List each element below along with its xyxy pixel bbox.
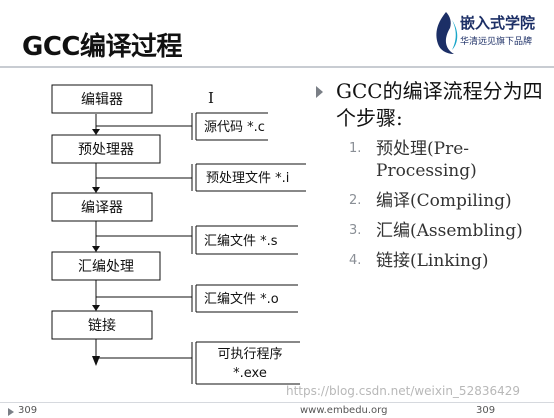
logo-name: 嵌入式学院 bbox=[460, 14, 536, 32]
footer-website: www.embedu.org bbox=[300, 405, 388, 416]
stage-editor-box bbox=[51, 84, 153, 114]
stage-preprocessor-box bbox=[51, 134, 161, 164]
content-bullets: GCC的编译流程分为四个步骤: 1. 预处理(Pre-Processing) 2… bbox=[316, 78, 552, 280]
flow-arrow bbox=[92, 246, 100, 252]
stage-compiler-label: 编译器 bbox=[81, 200, 123, 216]
stage-compiler-box bbox=[51, 192, 153, 222]
output-object-label: 汇编文件 *.o bbox=[204, 292, 279, 307]
output-assembly: 汇编文件 *.s bbox=[96, 225, 298, 255]
output-executable-line1: 可执行程序 bbox=[217, 347, 282, 362]
list-item: 2. 编译(Compiling) bbox=[316, 190, 552, 212]
output-object: 汇编文件 *.o bbox=[96, 284, 298, 313]
output-source-label: 源代码 *.c bbox=[204, 120, 265, 135]
logo-slogan: 华清远见旗下品牌 bbox=[460, 37, 533, 47]
flow-arrow bbox=[92, 187, 100, 193]
output-source: 源代码 *.c bbox=[96, 112, 268, 141]
step-number: 1. bbox=[349, 141, 362, 156]
footer-divider bbox=[0, 402, 554, 403]
step-label: 链接(Linking) bbox=[376, 251, 489, 271]
footer-triangle-icon bbox=[8, 408, 14, 416]
output-assembly-label: 汇编文件 *.s bbox=[204, 234, 278, 249]
step-number: 2. bbox=[349, 193, 362, 208]
flow-arrow bbox=[92, 129, 100, 135]
footer-page-number: 309 bbox=[18, 405, 38, 416]
output-executable: 可执行程序 *.exe bbox=[96, 341, 300, 385]
list-item: 1. 预处理(Pre-Processing) bbox=[316, 138, 552, 182]
stage-linker-box bbox=[51, 310, 153, 340]
step-number: 3. bbox=[349, 223, 362, 238]
step-label: 汇编(Assembling) bbox=[376, 221, 523, 241]
intro-text: GCC的编译流程分为四个步骤: bbox=[336, 79, 543, 130]
stage-assembler-label: 汇编处理 bbox=[78, 259, 134, 275]
step-list: 1. 预处理(Pre-Processing) 2. 编译(Compiling) … bbox=[316, 138, 552, 272]
stage-assembler-box bbox=[51, 251, 161, 281]
title-divider bbox=[0, 66, 554, 68]
slide-title: GCC编译过程 bbox=[22, 32, 183, 62]
stage-editor-label: 编辑器 bbox=[81, 92, 123, 108]
watermark: https://blog.csdn.net/weixin_52836429 bbox=[286, 384, 521, 398]
list-item: 4. 链接(Linking) bbox=[316, 250, 552, 272]
footer-page-number-right: 309 bbox=[476, 405, 496, 416]
flow-arrow bbox=[92, 305, 100, 311]
intro-bullet: GCC的编译流程分为四个步骤: bbox=[316, 78, 552, 132]
stage-preprocessor-label: 预处理器 bbox=[78, 142, 134, 158]
flame-logo-icon bbox=[436, 12, 458, 54]
output-preprocessed: 预处理文件 *.i bbox=[96, 163, 306, 192]
step-label: 预处理(Pre-Processing) bbox=[376, 139, 477, 181]
stage-linker-label: 链接 bbox=[88, 317, 116, 334]
output-preprocessed-label: 预处理文件 *.i bbox=[206, 171, 289, 186]
brand-logo: 嵌入式学院 华清远见旗下品牌 bbox=[430, 10, 548, 56]
step-label: 编译(Compiling) bbox=[376, 191, 512, 211]
bullet-triangle-icon bbox=[316, 86, 323, 98]
step-number: 4. bbox=[349, 253, 362, 268]
output-executable-line2: *.exe bbox=[233, 366, 267, 381]
list-item: 3. 汇编(Assembling) bbox=[316, 220, 552, 242]
text-cursor-icon: I bbox=[208, 89, 214, 107]
